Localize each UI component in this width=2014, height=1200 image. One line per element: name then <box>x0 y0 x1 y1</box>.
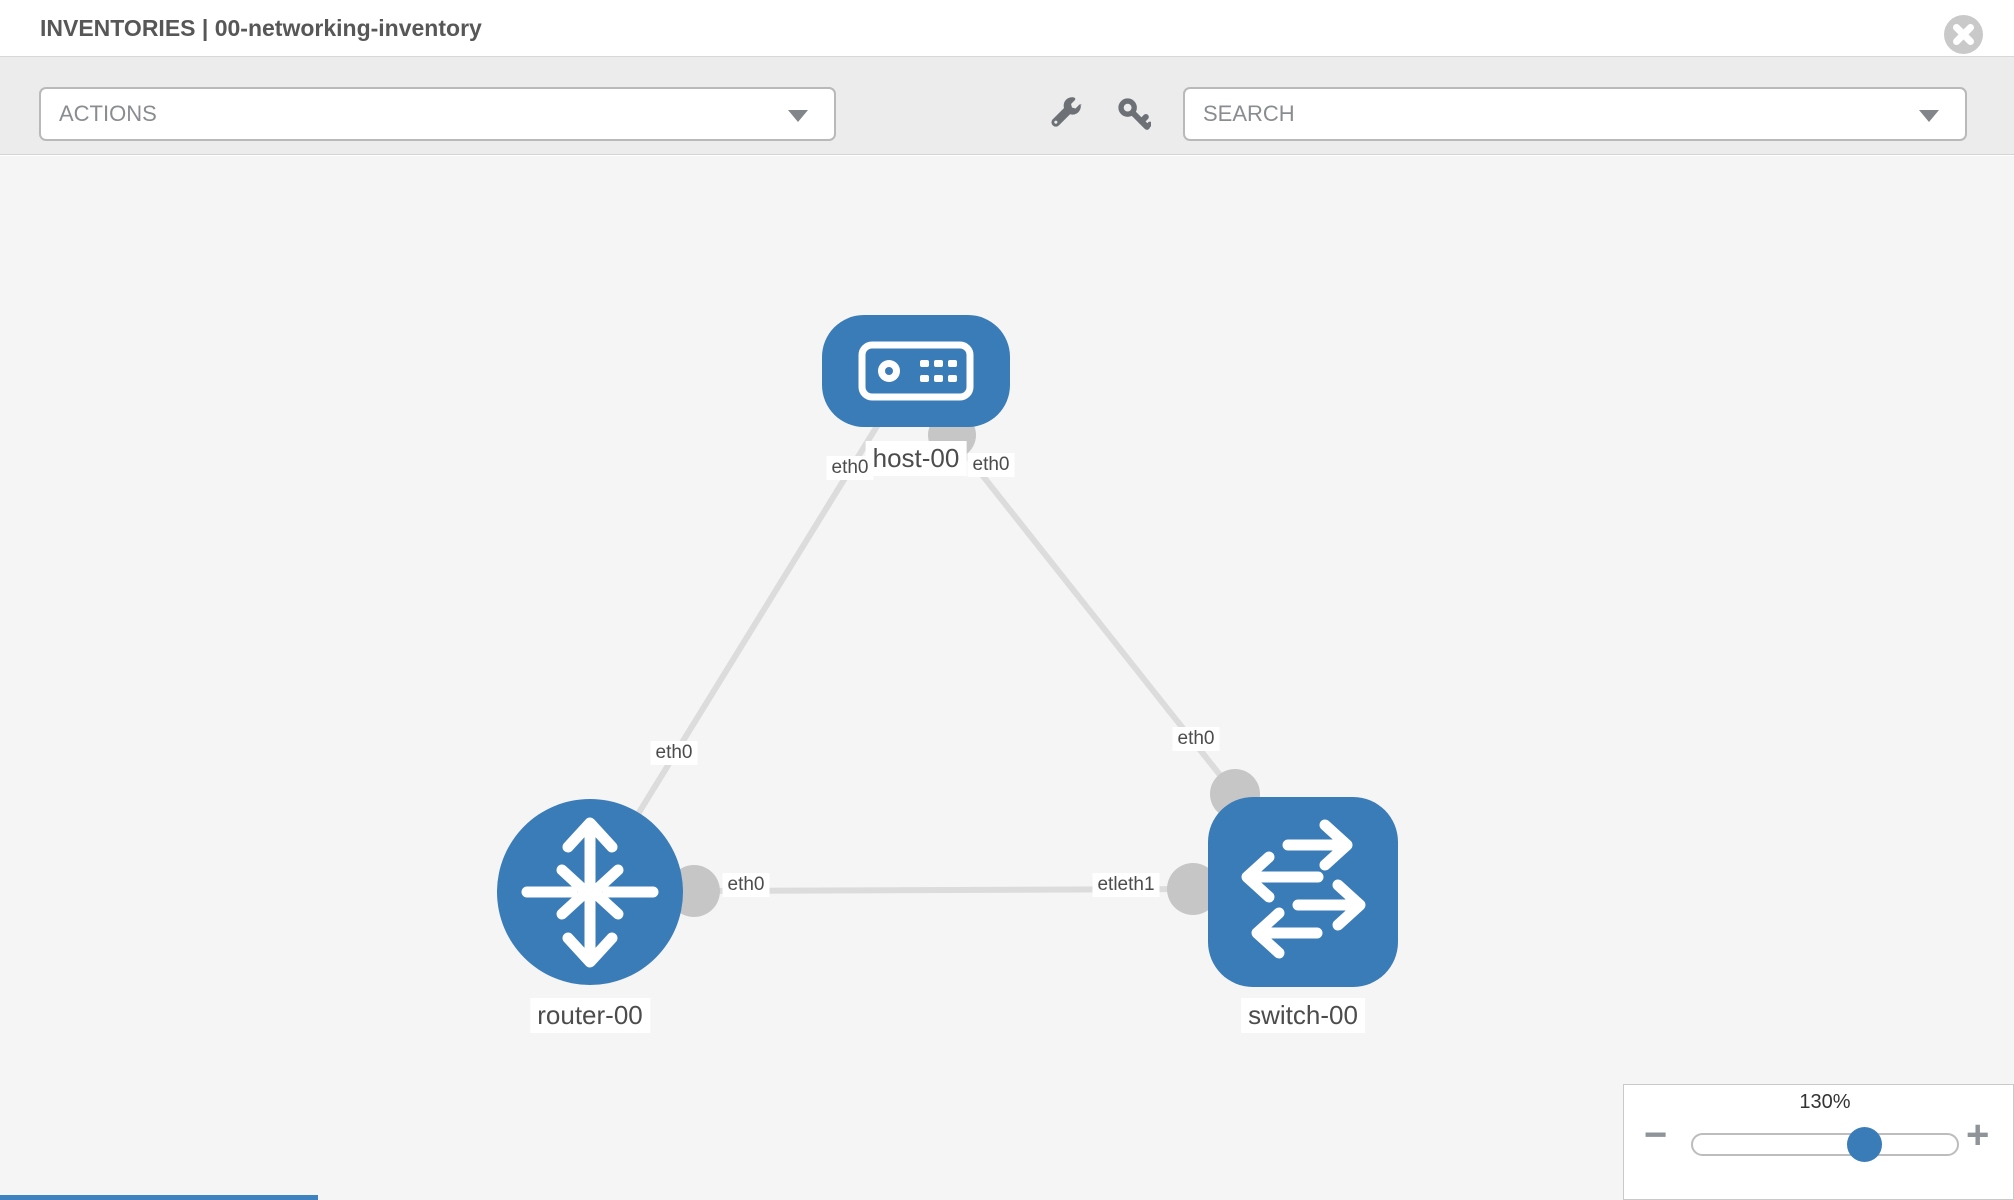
key-icon[interactable] <box>1117 97 1151 131</box>
wrench-icon[interactable] <box>1050 97 1084 131</box>
interface-label: eth0 <box>650 741 698 765</box>
node-host-00[interactable] <box>822 315 1010 427</box>
topology-canvas[interactable]: host-00 router-00 switch-00 eth0 eth0 et… <box>0 156 2014 1200</box>
port-switch-eth1 <box>1167 863 1219 915</box>
search-dropdown-label: SEARCH <box>1203 101 1295 126</box>
toolbar: ACTIONS SEARCH <box>0 57 2014 155</box>
switch-icon <box>1241 819 1366 959</box>
host-icon <box>858 341 974 401</box>
zoom-in-button[interactable]: + <box>1966 1113 1990 1157</box>
page-title: INVENTORIES | 00-networking-inventory <box>40 15 482 41</box>
node-label-router: router-00 <box>530 998 650 1033</box>
node-router-00[interactable] <box>497 799 683 985</box>
router-icon <box>521 817 659 968</box>
search-dropdown[interactable]: SEARCH <box>1183 87 1967 141</box>
interface-label: eth0 <box>826 456 874 480</box>
topology-graph <box>497 315 1398 987</box>
actions-dropdown[interactable]: ACTIONS <box>39 87 836 141</box>
node-label-switch: switch-00 <box>1241 998 1365 1033</box>
actions-dropdown-label: ACTIONS <box>59 101 157 126</box>
partial-blue-element <box>0 1195 318 1200</box>
chevron-down-icon <box>788 110 808 122</box>
interface-label: eth0 <box>967 453 1015 477</box>
header: INVENTORIES | 00-networking-inventory <box>0 0 2014 57</box>
link-router-host[interactable] <box>587 403 893 894</box>
links-layer <box>587 403 1238 894</box>
interface-label: eth0 <box>722 873 770 897</box>
zoom-slider-track[interactable] <box>1691 1133 1959 1156</box>
node-label-host: host-00 <box>865 441 967 476</box>
ports-layer <box>668 411 1260 917</box>
close-button[interactable] <box>1944 15 1983 54</box>
zoom-slider-thumb[interactable] <box>1847 1127 1882 1162</box>
interface-label-overlapping: etleth1 <box>1092 873 1160 897</box>
zoom-control-panel: 130% − + <box>1623 1084 2014 1200</box>
interface-label: eth0 <box>1172 727 1220 751</box>
zoom-level-readout: 130% <box>1799 1091 1851 1113</box>
close-icon <box>1953 24 1974 45</box>
zoom-out-button[interactable]: − <box>1644 1113 1668 1157</box>
chevron-down-icon <box>1919 110 1939 122</box>
node-switch-00[interactable] <box>1208 797 1398 987</box>
